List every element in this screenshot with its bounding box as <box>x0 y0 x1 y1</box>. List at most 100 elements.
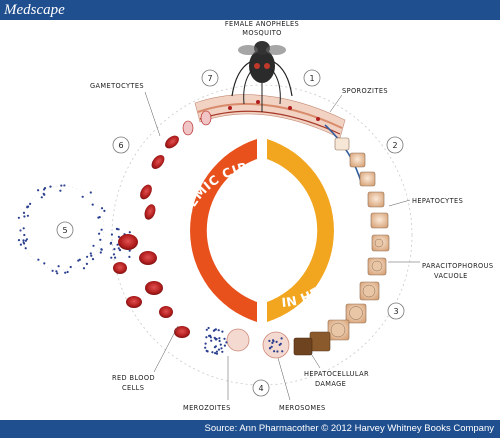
parasite-dot <box>103 209 106 212</box>
parasite-dot <box>66 270 69 274</box>
parasite-dot <box>209 336 212 339</box>
brand-logo[interactable]: Medscape <box>4 2 65 18</box>
parasite-dot <box>100 248 103 251</box>
parasite-dot <box>86 255 89 258</box>
parasite-dot <box>98 232 101 235</box>
parasite-dot <box>56 272 59 275</box>
parasite-dot <box>19 229 22 232</box>
parasite-dot <box>81 195 84 198</box>
merosome-group <box>226 328 290 359</box>
arc-label-systemic: IN SYSTEMIC CIRCULATION <box>0 20 259 267</box>
label-rbc-line1: RED BLOOD <box>112 374 155 382</box>
parasite-dot <box>19 243 22 246</box>
lifecycle-orbit <box>111 84 413 386</box>
label-damage-line2: DAMAGE <box>315 380 346 388</box>
svg-text:1: 1 <box>309 74 314 83</box>
red-blood-cell <box>159 306 173 318</box>
parasite-dot <box>270 345 273 348</box>
red-blood-cell <box>145 281 163 295</box>
parasite-dot <box>26 205 29 208</box>
parasite-dot <box>280 337 283 340</box>
mosquito-icon <box>231 41 293 112</box>
parasite-dot <box>98 216 101 219</box>
parasite-dot <box>214 345 217 348</box>
parasite-dot <box>69 265 72 269</box>
svg-text:6: 6 <box>118 141 123 150</box>
parasite-dot <box>218 339 221 343</box>
red-blood-cell <box>113 262 127 274</box>
parasite-dot <box>99 251 102 254</box>
parasite-dot <box>225 341 228 344</box>
parasite-dot <box>49 185 52 188</box>
parasite-dot <box>51 269 54 272</box>
label-hepatocytes: HEPATOCYTES <box>412 197 463 205</box>
parasite-dot <box>114 256 117 259</box>
parasite-dot <box>23 215 26 218</box>
parasite-dot <box>17 216 20 219</box>
parasite-dot <box>272 339 275 342</box>
parasite-dot <box>116 243 119 246</box>
parasite-dot <box>213 328 216 332</box>
red-blood-cell <box>174 326 190 338</box>
parasite-dot <box>205 336 208 339</box>
header-bar: Medscape <box>0 0 500 20</box>
parasite-dot <box>213 336 216 339</box>
parasite-dot <box>92 244 95 247</box>
skin-tissue-band <box>194 94 346 139</box>
parasite-dot <box>204 346 207 349</box>
parasite-dot <box>110 233 113 236</box>
parasite-dot <box>217 348 221 351</box>
red-blood-cell <box>139 251 157 265</box>
merozoite-ring <box>19 185 105 271</box>
leader-lines <box>144 91 420 401</box>
parasite-dot <box>275 340 278 343</box>
parasite-dot <box>42 192 45 195</box>
footer-bar: Source: Ann Pharmacother © 2012 Harvey W… <box>0 420 500 438</box>
parasite-dot <box>23 233 26 237</box>
parasite-dot <box>37 258 40 261</box>
parasite-dot <box>57 265 60 268</box>
malaria-lifecycle-diagram: IN SYSTEMIC CIRCULATION IN HEPATOCYTES 1… <box>0 20 493 412</box>
svg-text:7: 7 <box>207 74 212 83</box>
parasite-dot <box>128 231 131 234</box>
parasite-dot <box>117 228 120 231</box>
parasite-dot <box>43 187 47 190</box>
parasite-dot <box>221 350 224 353</box>
parasite-dot <box>276 350 279 353</box>
red-blood-cell <box>118 234 138 250</box>
parasite-dot <box>22 239 25 242</box>
parasite-dot <box>217 329 220 332</box>
parasite-dot <box>60 184 63 187</box>
label-sporozites: SPOROZITES <box>342 87 388 95</box>
svg-text:3: 3 <box>393 307 398 316</box>
parasite-dot <box>269 347 272 350</box>
parasite-dot <box>223 337 226 340</box>
parasite-dot <box>26 214 29 217</box>
step-markers: 1 2 3 4 5 6 7 <box>56 69 405 397</box>
source-credit: Source: Ann Pharmacother © 2012 Harvey W… <box>204 423 494 434</box>
parasite-dot <box>117 247 120 250</box>
parasite-dot <box>221 330 224 333</box>
parasite-dot <box>208 334 211 337</box>
step-5: 5 <box>56 221 74 239</box>
parasite-dot <box>29 202 32 205</box>
label-vacuole-line1: PARACITOPHOROUS <box>422 262 493 270</box>
parasite-dot <box>128 255 131 258</box>
parasite-dot <box>113 248 116 251</box>
step-7: 7 <box>201 69 219 87</box>
parasite-dot <box>273 350 276 353</box>
parasite-dot <box>91 203 94 206</box>
step-2: 2 <box>386 136 404 154</box>
parasite-dot <box>85 262 88 265</box>
parasite-dots <box>17 184 284 355</box>
parasite-dot <box>22 211 26 214</box>
hepatocytes-arc <box>267 139 334 322</box>
parasite-dot <box>109 242 112 245</box>
parasite-dot <box>91 258 95 261</box>
parasite-dot <box>90 254 93 257</box>
hepatocyte-chain <box>293 152 390 356</box>
red-blood-cells <box>113 234 190 338</box>
parasite-dot <box>281 350 284 353</box>
step-3: 3 <box>387 302 405 320</box>
